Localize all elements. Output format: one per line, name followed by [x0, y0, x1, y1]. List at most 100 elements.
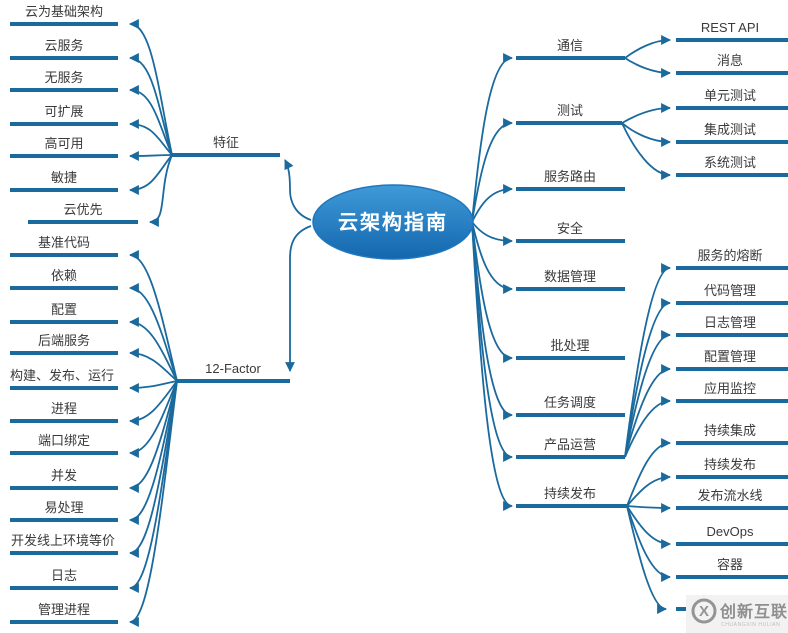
subtopic-cloud-services[interactable]: 云服务	[10, 38, 118, 60]
connector-curve	[626, 505, 671, 582]
subtopic-label: 容器	[717, 557, 743, 572]
branch-service-routing[interactable]: 服务路由	[516, 169, 625, 191]
subtopic-integration-testing[interactable]: 集成测试	[676, 122, 788, 144]
branch-security[interactable]: 安全	[516, 221, 625, 243]
subtopic-continuous-release[interactable]: 持续发布	[676, 457, 788, 479]
branch-batch-processing[interactable]: 批处理	[516, 338, 625, 360]
connector-curve	[129, 154, 173, 195]
branch-label: 产品运营	[544, 437, 596, 452]
subtopic-code-management[interactable]: 代码管理	[676, 283, 788, 305]
subtopic-label: 可扩展	[44, 104, 83, 119]
subtopic-label: 日志	[51, 568, 77, 583]
connector-curve	[471, 53, 513, 223]
connector-curve	[149, 154, 173, 227]
connector-curve	[129, 151, 173, 161]
subtopic-label: 管理进程	[38, 602, 90, 617]
subtopic-build-release-run[interactable]: 构建、发布、运行	[10, 368, 118, 390]
connector-curve	[471, 221, 513, 246]
subtopic-cloud-first[interactable]: 云优先	[28, 202, 138, 224]
subtopic-processes[interactable]: 进程	[10, 401, 118, 423]
subtopic-label: 并发	[51, 468, 77, 483]
branch-label: 任务调度	[544, 395, 596, 410]
subtopic-label: 云优先	[63, 202, 102, 217]
subtopic-concurrency[interactable]: 并发	[10, 468, 118, 490]
connector-curve	[626, 505, 671, 549]
subtopic-label: 构建、发布、运行	[10, 368, 114, 383]
subtopic-scalable[interactable]: 可扩展	[10, 104, 118, 126]
subtopic-dependencies[interactable]: 依赖	[10, 268, 118, 290]
subtopic-logs[interactable]: 日志	[10, 568, 118, 590]
subtopic-devops[interactable]: DevOps	[676, 524, 788, 546]
subtopic-label: DevOps	[707, 524, 754, 539]
subtopic-disposability[interactable]: 易处理	[10, 500, 118, 522]
subtopic-label: 基准代码	[38, 235, 90, 250]
branch-label: 数据管理	[544, 269, 596, 284]
subtopic-port-binding[interactable]: 端口绑定	[10, 433, 118, 455]
branch-data-management[interactable]: 数据管理	[516, 269, 625, 291]
subtopic-dev-prod-parity[interactable]: 开发线上环境等价	[10, 533, 118, 555]
brand-logo-glyph: X	[699, 603, 709, 620]
subtopic-codebase[interactable]: 基准代码	[10, 235, 118, 257]
subtopic-continuous-integration[interactable]: 持续集成	[676, 423, 788, 445]
subtopic-cloud-infrastructure[interactable]: 云为基础架构	[10, 4, 118, 26]
connector-curve	[129, 380, 178, 458]
connector-curve	[129, 380, 178, 627]
connector-curve	[129, 380, 178, 525]
subtopic-messaging[interactable]: 消息	[676, 53, 788, 75]
branch-12-factor[interactable]: 12-Factor	[177, 361, 290, 383]
subtopic-admin-processes[interactable]: 管理进程	[10, 602, 118, 624]
subtopic-log-management[interactable]: 日志管理	[676, 315, 788, 337]
subtopic-serverless[interactable]: 无服务	[10, 70, 118, 92]
brand-caption: CHUANGXIN HULIAN	[721, 622, 780, 628]
subtopic-label: 易处理	[44, 500, 83, 515]
connector-curve	[129, 348, 178, 382]
branch-task-scheduling[interactable]: 任务调度	[516, 395, 625, 417]
subtopic-label: 应用监控	[704, 381, 756, 396]
branch-label: 批处理	[550, 338, 589, 353]
subtopic-circuit-breaker[interactable]: 服务的熔断	[676, 248, 788, 270]
branch-product-operations[interactable]: 产品运营	[516, 437, 625, 459]
connector-curve	[624, 396, 671, 458]
brand-logo-icon	[691, 598, 717, 624]
watermark: X 创新互联 CHUANGXIN HULIAN	[686, 595, 788, 633]
subtopic-unit-testing[interactable]: 单元测试	[676, 88, 788, 110]
subtopic-label: 服务的熔断	[697, 248, 762, 263]
subtopic-release-pipeline[interactable]: 发布流水线	[676, 488, 788, 510]
connector-curve	[129, 119, 173, 156]
connector-curve	[621, 103, 671, 124]
connector-curve	[129, 380, 178, 426]
subtopic-config-management[interactable]: 配置管理	[676, 349, 788, 371]
subtopic-label: REST API	[701, 20, 759, 35]
connector-curve	[471, 221, 513, 462]
branch-label: 12-Factor	[205, 361, 261, 376]
subtopic-label: 集成测试	[704, 122, 756, 137]
subtopic-agile[interactable]: 敏捷	[10, 170, 118, 192]
branch-continuous-delivery[interactable]: 持续发布	[516, 486, 627, 508]
subtopic-backing-services[interactable]: 后端服务	[10, 333, 118, 355]
branch-label: 通信	[557, 38, 583, 53]
subtopic-app-monitoring[interactable]: 应用监控	[676, 381, 788, 403]
subtopic-label: 敏捷	[51, 170, 77, 185]
subtopic-label: 进程	[51, 401, 77, 416]
subtopic-label: 单元测试	[704, 88, 756, 103]
subtopic-high-availability[interactable]: 高可用	[10, 136, 118, 158]
branch-label: 特征	[213, 135, 239, 150]
subtopic-label: 云为基础架构	[25, 4, 103, 19]
branch-label: 服务路由	[544, 169, 596, 184]
subtopic-config[interactable]: 配置	[10, 302, 118, 324]
subtopic-label: 后端服务	[38, 333, 90, 348]
branch-testing[interactable]: 测试	[516, 103, 622, 125]
subtopic-label: 开发线上环境等价	[11, 533, 115, 548]
subtopic-containers[interactable]: 容器	[676, 557, 788, 579]
branch-features[interactable]: 特征	[172, 135, 280, 157]
subtopic-label: 高可用	[44, 136, 83, 151]
subtopic-system-testing[interactable]: 系统测试	[676, 155, 788, 177]
central-topic[interactable]: 云架构指南	[312, 184, 474, 260]
connector-curve	[621, 122, 671, 180]
subtopic-label: 依赖	[51, 268, 77, 283]
subtopic-rest-api[interactable]: REST API	[676, 20, 788, 42]
branch-communication[interactable]: 通信	[516, 38, 625, 60]
subtopic-label: 云服务	[44, 38, 83, 53]
connector-curve	[129, 380, 178, 393]
